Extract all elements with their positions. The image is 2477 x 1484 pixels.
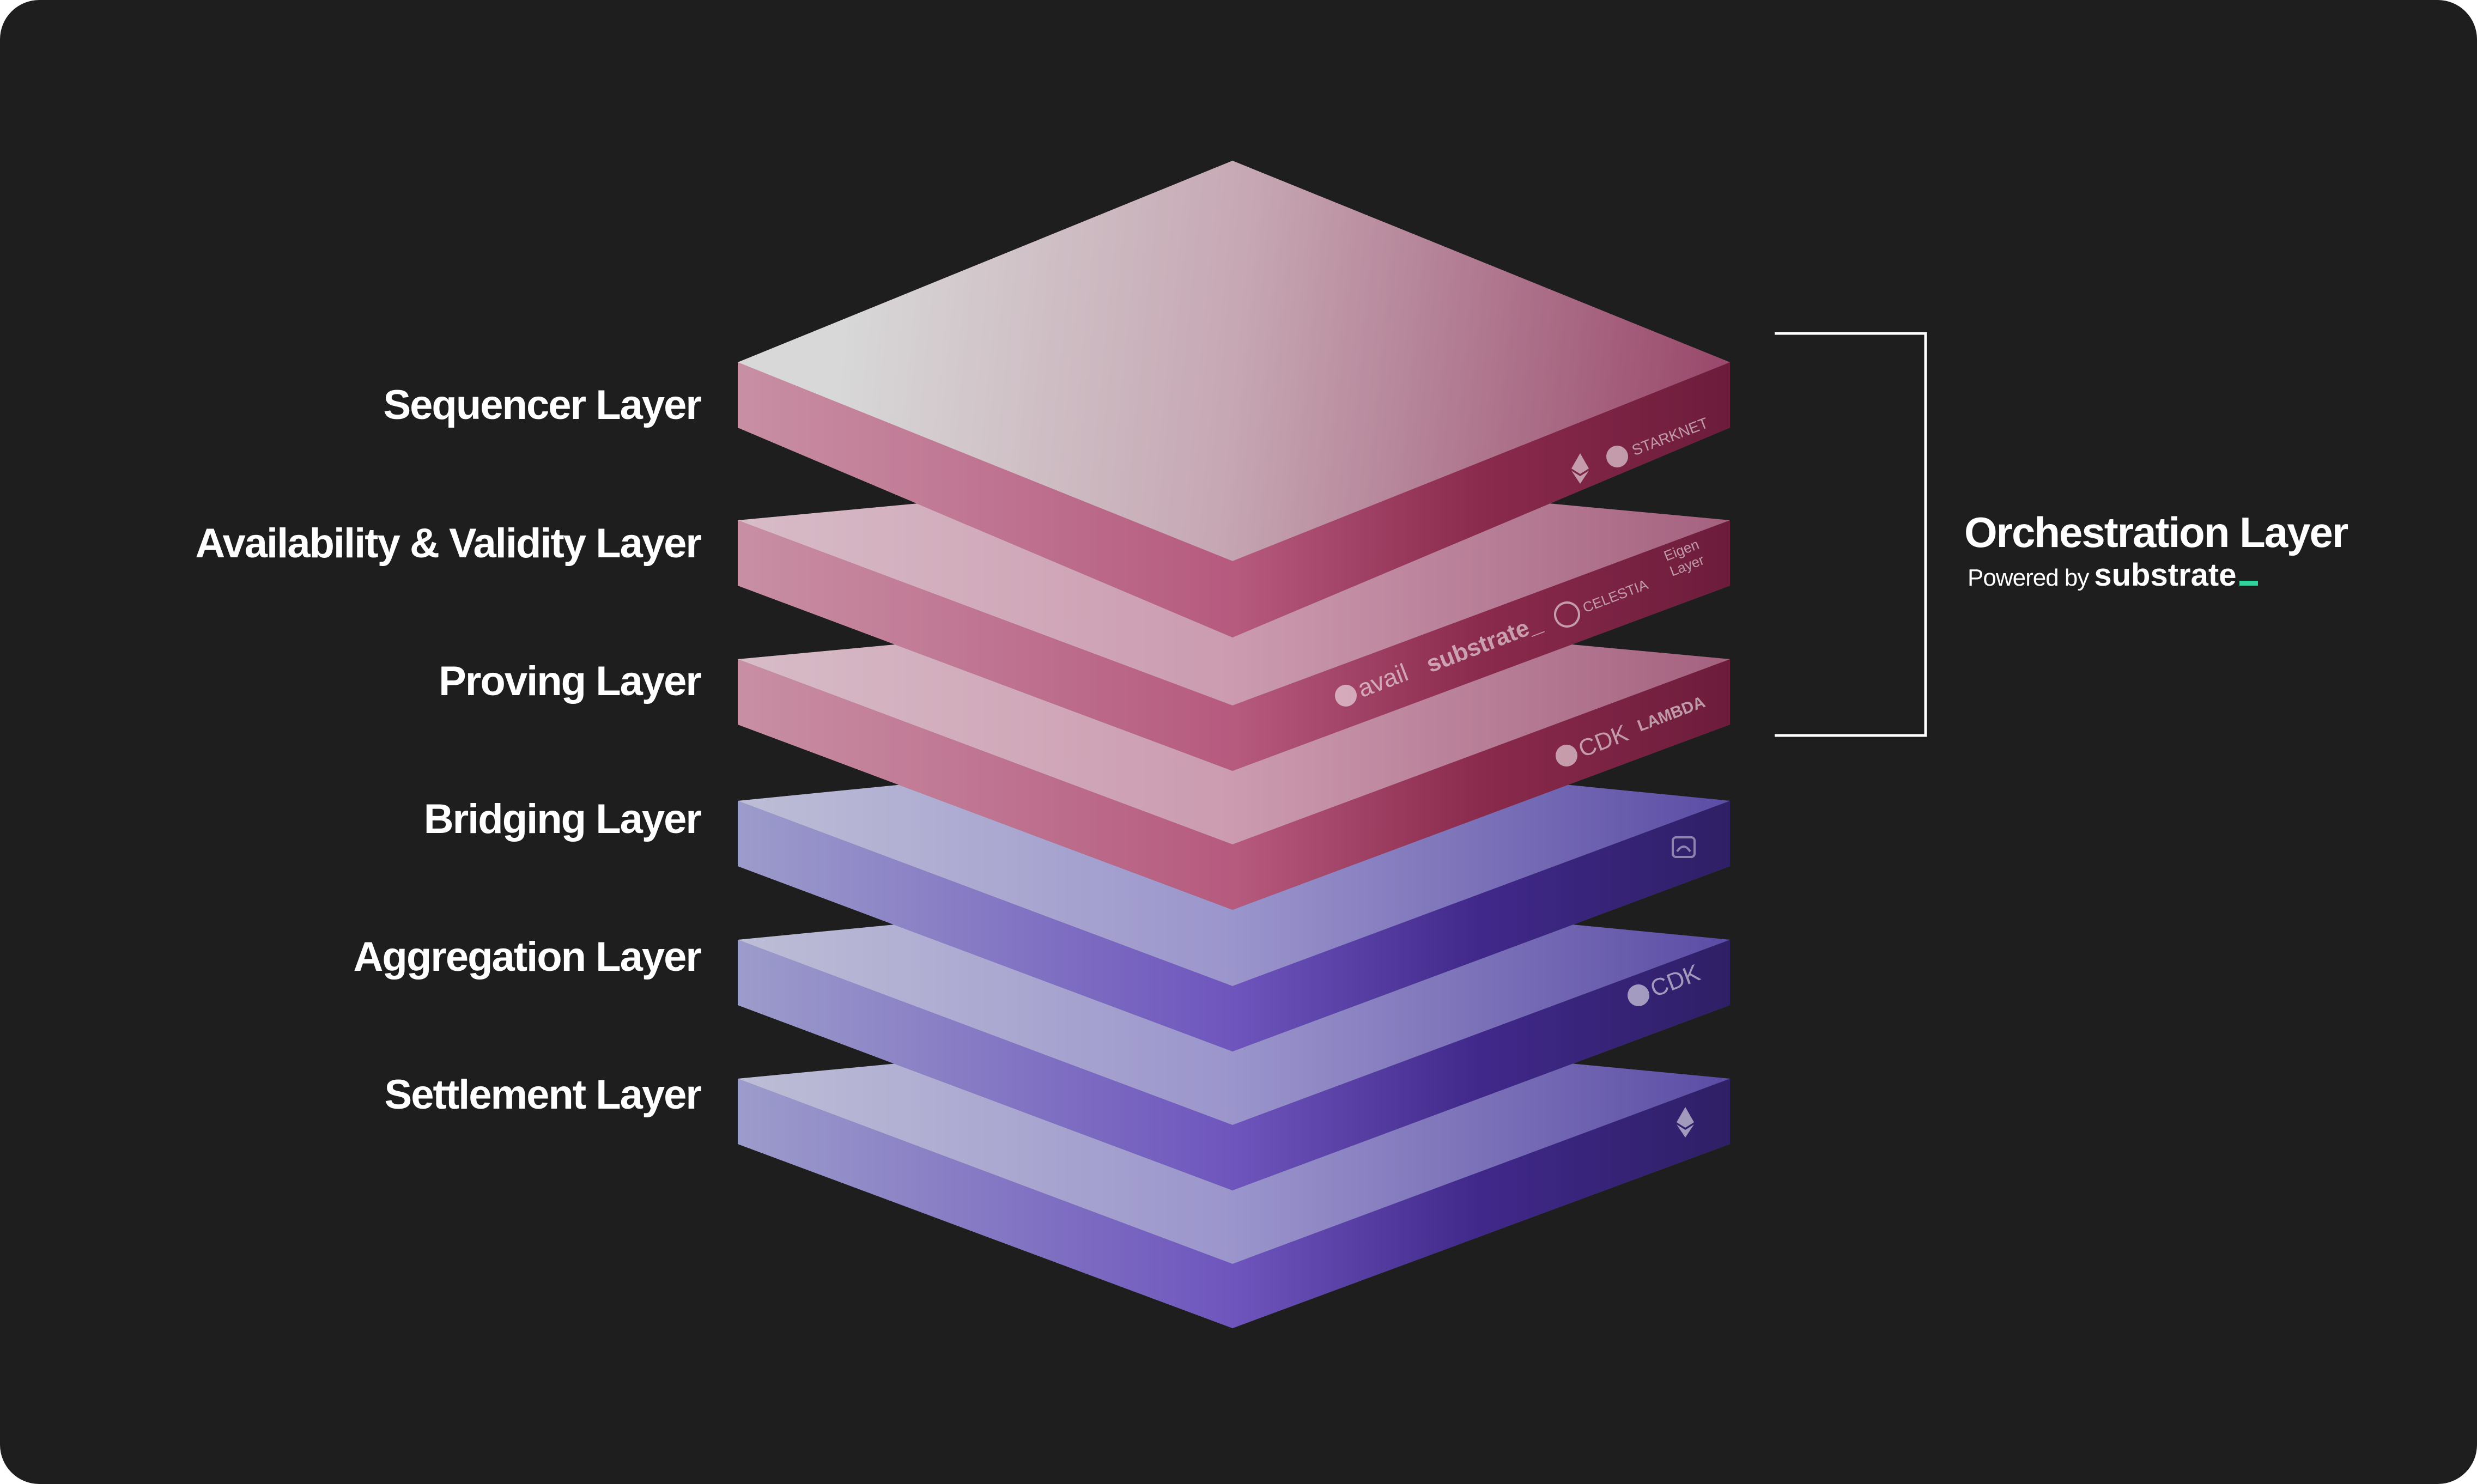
ethereum-icon: [1571, 453, 1589, 484]
label-settlement-layer: Settlement Layer: [384, 1072, 702, 1118]
orchestration-bracket: [1775, 332, 1927, 737]
label-sequencer-layer: Sequencer Layer: [383, 382, 702, 428]
substrate-cursor-mark: [2239, 581, 2259, 586]
substrate-wordmark: substrate: [2094, 557, 2237, 593]
label-proving-layer: Proving Layer: [439, 658, 702, 704]
bridge-icon: [1672, 836, 1696, 858]
ethereum-icon-settlement: [1677, 1107, 1694, 1138]
slab-sequencer: [738, 161, 1730, 637]
label-availability-layer: Availability & Validity Layer: [195, 520, 702, 567]
orchestration-title: Orchestration Layer: [1964, 508, 2348, 556]
powered-by-text: Powered by: [1968, 564, 2089, 591]
label-aggregation-layer: Aggregation Layer: [353, 934, 702, 980]
label-bridging-layer: Bridging Layer: [423, 796, 702, 842]
